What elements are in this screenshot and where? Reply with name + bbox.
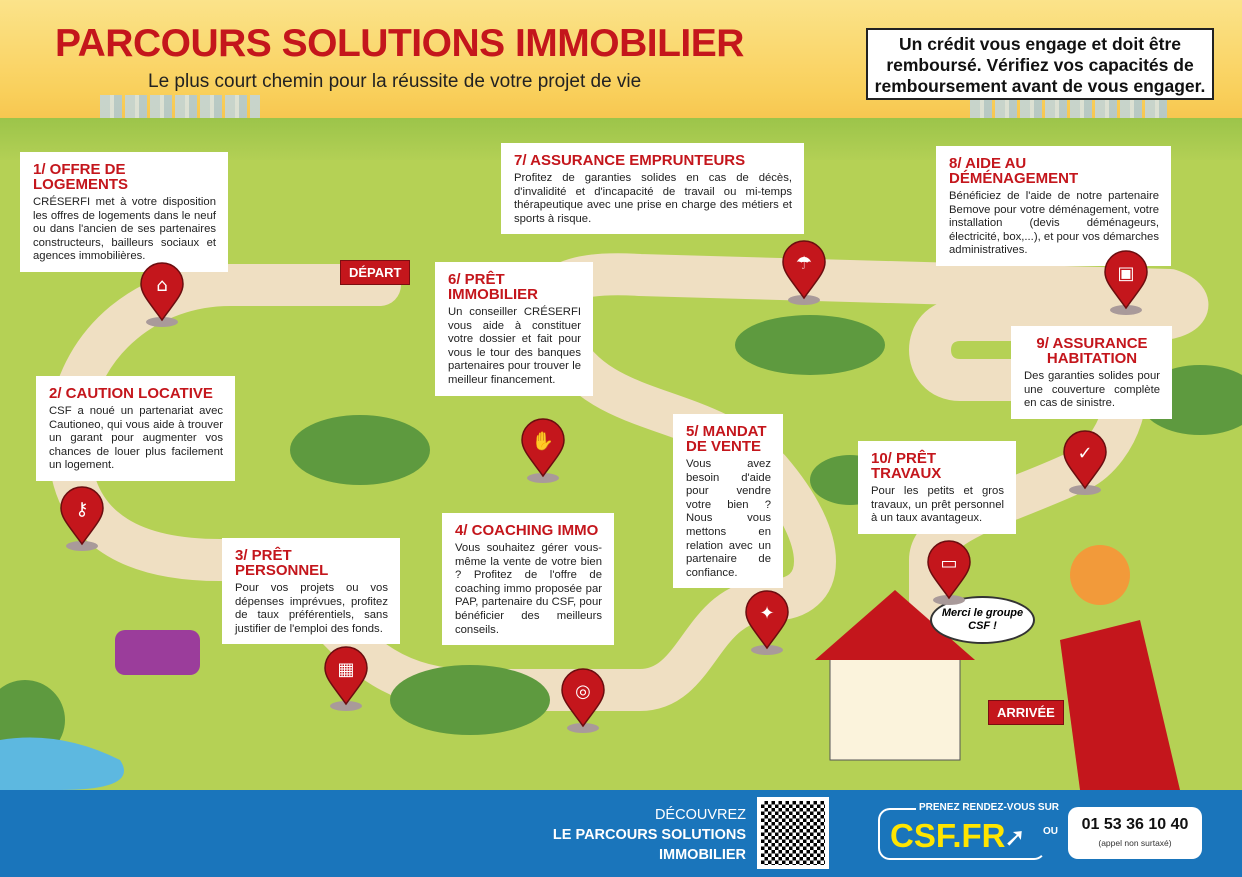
step-title: 2/ CAUTION LOCATIVE — [49, 385, 213, 402]
website-link[interactable]: CSF.FR — [890, 817, 1006, 854]
step-text: Vous avez besoin d'aide pour vendre votr… — [686, 458, 771, 579]
pond — [0, 737, 124, 790]
step-text: Un conseiller CRÉSERFI vous aide à const… — [448, 306, 581, 386]
svg-text:☂: ☂ — [796, 253, 812, 274]
step-text: Des garanties solides pour une couvertur… — [1024, 370, 1160, 410]
map-pin-6: ✋ — [520, 418, 566, 484]
svg-text:◎: ◎ — [575, 681, 591, 702]
map-pin-5: ✦ — [744, 590, 790, 656]
page-title: PARCOURS SOLUTIONS IMMOBILIER — [55, 22, 744, 65]
house-illustration — [815, 590, 975, 761]
legal-warning: Un crédit vous engage et doit être rembo… — [866, 28, 1214, 100]
map-pin-2: ⚷ — [59, 486, 105, 552]
svg-text:▭: ▭ — [940, 553, 957, 574]
paint-roller-icon: ▭ — [927, 540, 971, 605]
house-icon: ⌂ — [140, 262, 184, 327]
step-title: 10/ PRÊT TRAVAUX — [871, 450, 942, 482]
step-title: 5/ MANDAT DE VENTE — [686, 423, 767, 455]
step-card-2: 2/ CAUTION LOCATIVE CSF a noué un partena… — [36, 376, 235, 481]
page-subtitle: Le plus court chemin pour la réussite de… — [148, 71, 642, 92]
step-title: 3/ PRÊT PERSONNEL — [235, 547, 329, 579]
map-pin-7: ☂ — [781, 240, 827, 306]
step-text: CRÉSERFI met à votre disposition les off… — [33, 196, 216, 263]
calculator-icon: ▦ — [324, 646, 368, 711]
phone-note: (appel non surtaxé) — [1098, 838, 1172, 848]
svg-text:▦: ▦ — [337, 659, 354, 680]
advisor-woman-illustration — [1060, 545, 1180, 790]
step-text: Pour les petits et gros travaux, un prêt… — [871, 485, 1004, 525]
handshake-icon: ✦ — [745, 590, 789, 655]
step-title: 4/ COACHING IMMO — [455, 522, 599, 539]
step-text: Pour vos projets ou vos dépenses imprévu… — [235, 582, 388, 635]
or-label: OU — [1043, 826, 1058, 837]
discover-line: DÉCOUVREZ — [654, 807, 746, 823]
step-title: 7/ ASSURANCE EMPRUNTEURS — [514, 152, 746, 169]
sofa-illustration — [115, 630, 200, 675]
discover-line: IMMOBILIER — [659, 847, 746, 863]
start-sign: DÉPART — [340, 260, 411, 285]
svg-text:⌂: ⌂ — [156, 275, 167, 296]
discover-line: LE PARCOURS SOLUTIONS — [552, 827, 746, 843]
step-title: 1/ OFFRE DE LOGEMENTS — [33, 161, 129, 193]
svg-text:✋: ✋ — [532, 430, 554, 452]
svg-text:✓: ✓ — [1077, 443, 1092, 464]
step-title: 8/ AIDE AU DÉMÉNAGEMENT — [949, 155, 1079, 187]
map-pin-4: ◎ — [560, 668, 606, 734]
step-text: Bénéficiez de l'aide de notre partenaire… — [949, 190, 1159, 257]
target-icon: ◎ — [561, 668, 605, 733]
svg-text:✦: ✦ — [759, 603, 774, 624]
map-pin-3: ▦ — [323, 646, 369, 712]
svg-text:▣: ▣ — [1117, 263, 1134, 284]
click-cursor-icon: ➚ — [1004, 822, 1026, 852]
shield-check-icon: ✓ — [1063, 430, 1107, 495]
step-title: 6/ PRÊT IMMOBILIER — [448, 271, 538, 303]
step-text: Profitez de garanties solides en cas de … — [514, 172, 792, 225]
umbrella-icon: ☂ — [782, 240, 826, 305]
phone-number[interactable]: 01 53 36 10 40 — [1081, 816, 1189, 833]
hand-coins-icon: ✋ — [521, 418, 565, 483]
step-card-7: 7/ ASSURANCE EMPRUNTEURS Profitez de gara… — [501, 143, 804, 235]
svg-text:⚷: ⚷ — [75, 499, 88, 520]
discover-text: DÉCOUVREZ LE PARCOURS SOLUTIONS IMMOBILI… — [540, 805, 746, 865]
map-pin-9: ✓ — [1062, 430, 1108, 496]
step-card-4: 4/ COACHING IMMO Vous souhaitez gérer vou… — [442, 513, 614, 646]
box-icon: ▣ — [1104, 250, 1148, 315]
qr-code[interactable] — [757, 797, 829, 869]
map-pin-10: ▭ — [926, 540, 972, 606]
step-title: 9/ ASSURANCE HABITATION — [1036, 335, 1148, 367]
phone-box[interactable]: 01 53 36 10 40 (appel non surtaxé) — [1068, 807, 1202, 859]
step-text: CSF a noué un partenariat avec Cautioneo… — [49, 405, 223, 472]
key-icon: ⚷ — [60, 486, 104, 551]
step-text: Vous souhaitez gérer vous-même la vente … — [455, 542, 602, 636]
finish-sign: ARRIVÉE — [988, 700, 1064, 725]
map-pin-8: ▣ — [1103, 250, 1149, 316]
map-pin-1: ⌂ — [139, 262, 185, 328]
appointment-label: PRENEZ RENDEZ-VOUS SUR — [916, 802, 1063, 814]
